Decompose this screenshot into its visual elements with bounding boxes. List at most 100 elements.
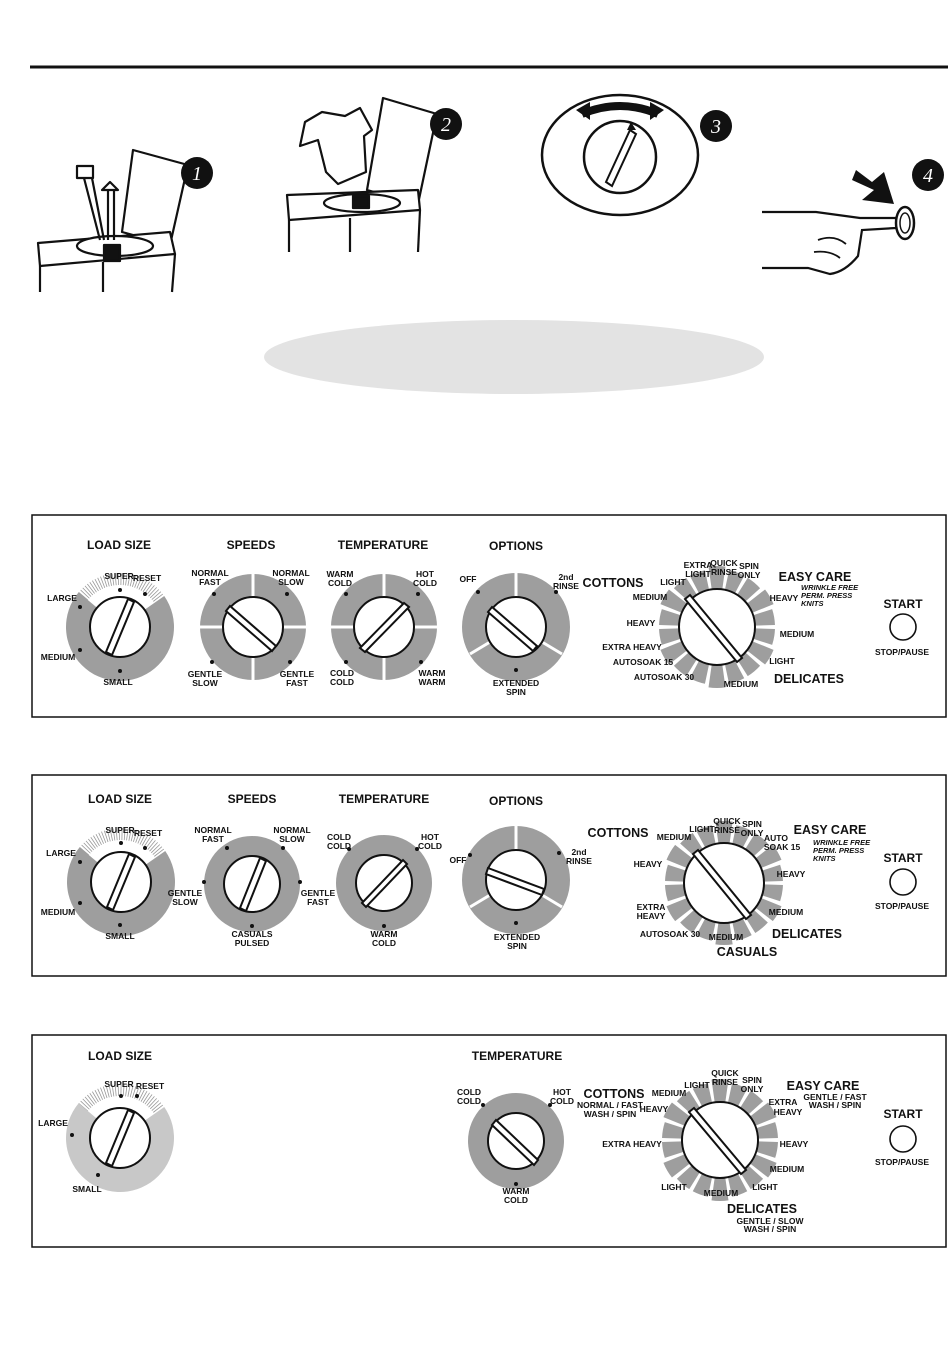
dial-tick [132, 1086, 137, 1098]
dial-tick [100, 576, 106, 588]
cycle-cottons-sub-2: WASH / SPIN [584, 1109, 636, 1119]
cycle-spin-only-1: SPIN [739, 561, 759, 571]
load-size-title: LOAD SIZE [87, 538, 151, 552]
cycle-delicates: DELICATES [727, 1202, 797, 1216]
load-size-knob[interactable] [66, 573, 175, 681]
dial-tick [102, 575, 108, 588]
dial-segment [755, 897, 782, 922]
dial-tick [143, 836, 151, 848]
cycle-cottons: COTTONS [588, 826, 649, 840]
dial-tick [135, 831, 141, 843]
cycle-knob[interactable] [659, 566, 775, 688]
load-size-reset: RESET [134, 828, 163, 838]
cycle-extra-light-2: LIGHT [685, 569, 711, 579]
temp-cold-cold-2: COLD [457, 1096, 481, 1106]
dial-tick [82, 1098, 92, 1108]
dial-tick [102, 1086, 108, 1099]
start-button[interactable] [889, 1125, 917, 1153]
dial-tick [129, 574, 134, 587]
cycle-easy-care-sub-2: WASH / SPIN [809, 1100, 861, 1110]
options-2nd-rinse-1: 2nd [558, 572, 573, 582]
dial-segment [749, 1102, 777, 1126]
dial-tick [129, 1085, 134, 1098]
dial-tick [138, 1089, 145, 1101]
dial-tick [146, 585, 155, 595]
dial-segment [659, 628, 681, 645]
cycle-knob[interactable] [662, 1078, 778, 1202]
speeds-casuals-pulsed-1: CASUALS [231, 929, 272, 939]
dial-tick [94, 1089, 101, 1101]
dial-tick [137, 832, 143, 844]
cycle-auto-soak-1: AUTO [764, 833, 788, 843]
step-3-illustration [540, 93, 700, 217]
dial-tick [108, 1085, 112, 1097]
temp-hot-cold-2: COLD [413, 578, 437, 588]
speeds-normal-fast-1: NORMAL [194, 825, 231, 835]
load-size-knob[interactable] [65, 1084, 174, 1193]
dial-tick [122, 1084, 125, 1097]
speeds-normal-fast-2: FAST [199, 577, 222, 587]
dial-tick [112, 828, 116, 841]
cycle-medium-cottons: MEDIUM [657, 832, 691, 842]
cycle-heavy-easy-care: HEAVY [780, 1139, 809, 1149]
load-size-super: SUPER [104, 1079, 133, 1089]
cycle-medium-bottom: MEDIUM [709, 932, 743, 942]
dial-tick [89, 1093, 97, 1104]
cycle-spin-only-2: ONLY [741, 1084, 764, 1094]
speeds-title: SPEEDS [228, 792, 277, 806]
temperature-knob[interactable] [331, 574, 437, 680]
temp-warm-cold-2: COLD [328, 578, 352, 588]
cycle-auto-soak-2: SOAK 15 [764, 842, 801, 852]
dial-tick [148, 1098, 157, 1108]
dial-segment [708, 566, 726, 590]
temperature-knob[interactable] [468, 1093, 564, 1189]
dial-tick [125, 573, 128, 586]
step-4-illustration [762, 170, 916, 276]
dial-tick [130, 829, 135, 842]
dial-tick [83, 842, 93, 852]
control-panel-1: LOAD SIZE SUPER RESET LARGE MEDIUM SMALL… [31, 514, 947, 718]
options-knob[interactable] [462, 573, 570, 681]
options-knob[interactable] [462, 826, 570, 934]
dial-tick [126, 828, 129, 841]
speeds-knob[interactable] [202, 836, 302, 932]
cycle-quick-rinse-1: QUICK [713, 816, 741, 826]
cycle-heavy-cottons: HEAVY [627, 618, 656, 628]
speeds-gentle-slow-1: GENTLE [188, 669, 223, 679]
dial-tick [109, 829, 113, 841]
dial-segment [740, 1090, 764, 1115]
step-2-illustration [285, 96, 439, 253]
cycle-extra-heavy-2: HEAVY [637, 911, 666, 921]
cycle-easy-care: EASY CARE [787, 1079, 860, 1093]
load-size-knob[interactable] [66, 828, 175, 937]
cycle-light-delicates: LIGHT [752, 1182, 778, 1192]
speeds-normal-slow-1: NORMAL [272, 568, 309, 578]
speeds-knob[interactable] [200, 574, 306, 680]
temp-warm-warm-2: WARM [419, 677, 446, 687]
dial-segment [662, 1141, 684, 1158]
dial-tick [153, 593, 164, 602]
cycle-knob[interactable] [665, 820, 783, 945]
dial-segment [727, 1083, 748, 1107]
cycle-heavy-easy-care: HEAVY [777, 869, 806, 879]
dial-tick [146, 1096, 155, 1106]
load-size-medium: MEDIUM [41, 907, 75, 917]
temp-cold-cold-1: COLD [457, 1087, 481, 1097]
speeds-title: SPEEDS [227, 538, 276, 552]
dial-tick [142, 1092, 150, 1104]
temperature-knob[interactable] [336, 835, 432, 931]
cycle-extra-heavy: EXTRA HEAVY [602, 1139, 662, 1149]
cycle-easy-care-sub-2: PERM. PRESS [813, 846, 864, 855]
cycle-medium-delicates: MEDIUM [724, 679, 758, 689]
cycle-spin-only-1: SPIN [742, 819, 762, 829]
dial-segment [660, 589, 688, 613]
cycle-easy-care-sub-1: GENTLE / FAST [803, 1092, 867, 1102]
dial-tick [92, 1091, 99, 1103]
start-button[interactable] [889, 868, 917, 896]
speeds-normal-slow-1: NORMAL [273, 825, 310, 835]
dial-tick [100, 1087, 106, 1099]
options-extended-spin-2: SPIN [506, 687, 526, 697]
start-button[interactable] [889, 613, 917, 641]
load-size-large: LARGE [38, 1118, 68, 1128]
